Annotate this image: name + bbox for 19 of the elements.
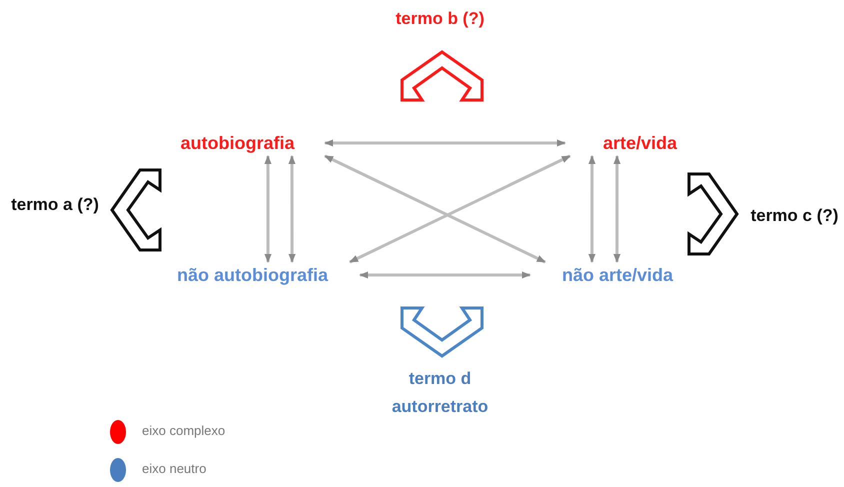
double-arrow: [349, 154, 571, 264]
node-text: arte/vida: [565, 130, 715, 156]
double-arrow: [588, 155, 596, 263]
double-arrow: [359, 271, 531, 279]
term-label: termo d: [408, 368, 472, 390]
term-label: termo c (?): [750, 205, 840, 227]
double-arrow: [324, 139, 566, 147]
node-text: autobiografia: [150, 130, 325, 156]
legend-text: eixo neutro: [142, 461, 206, 476]
node-text: não arte/vida: [530, 262, 705, 288]
double-arrow: [613, 155, 621, 263]
term-label: termo b (?): [394, 8, 486, 30]
term-label: termo a (?): [10, 194, 100, 216]
node-text: não autobiografia: [145, 262, 360, 288]
term-label: autorretrato: [390, 396, 490, 418]
double-arrow: [324, 154, 546, 264]
double-arrow: [264, 155, 272, 263]
double-arrow: [288, 155, 296, 263]
legend-text: eixo complexo: [142, 423, 226, 438]
